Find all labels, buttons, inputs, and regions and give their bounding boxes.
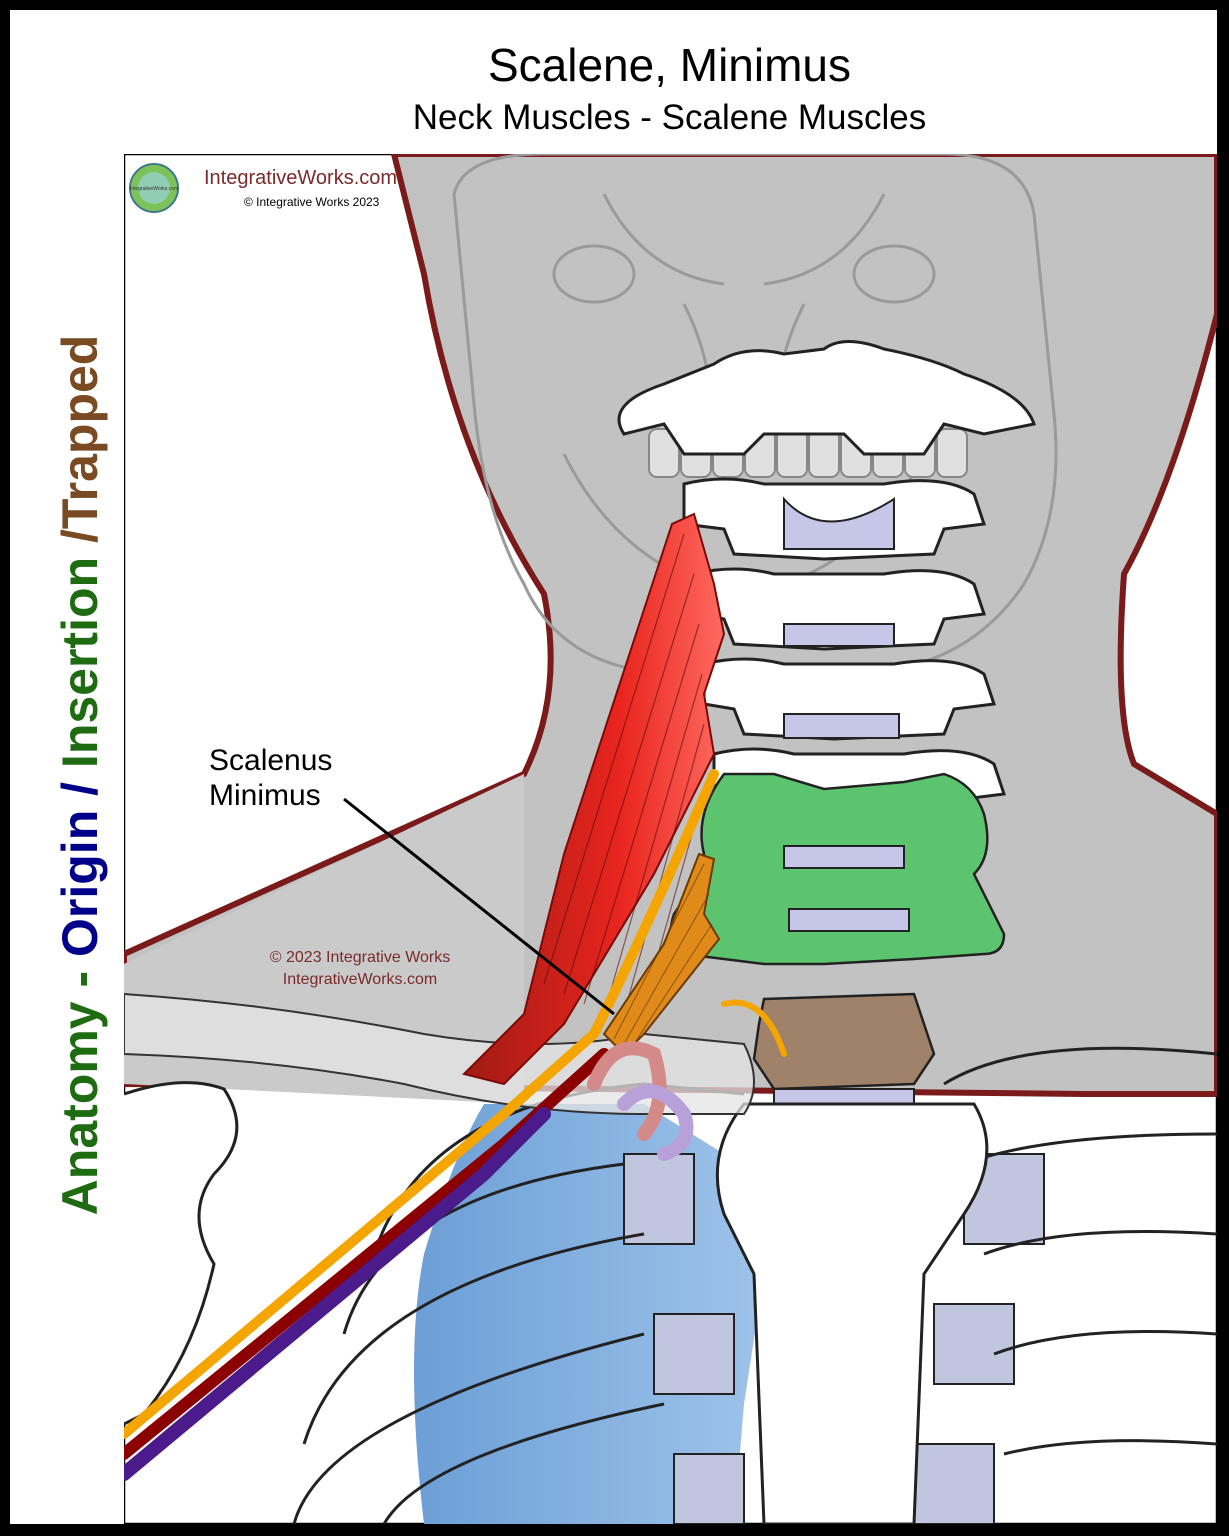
anatomy-illustration: Scalenus Minimus © 2023 Integrative Work… <box>124 154 1217 1524</box>
side-label-anatomy: Anatomy - <box>52 970 108 1216</box>
callout-label-line1: Scalenus <box>209 744 332 777</box>
side-label-insertion: Insertion <box>52 556 108 782</box>
page-title: Scalene, Minimus <box>487 39 852 91</box>
callout-leader <box>343 797 615 1016</box>
side-label: Anatomy - Origin / Insertion /Trapped <box>51 335 109 1216</box>
disc-c7 <box>788 908 910 932</box>
side-label-origin: Origin / <box>52 781 108 971</box>
center-watermark-line2: IntegrativeWorks.com <box>283 971 437 988</box>
logo: IntegrativeWorks.com <box>129 163 179 213</box>
page: Scalene, Minimus Neck Muscles - Scalene … <box>10 10 1217 1524</box>
site-name: IntegrativeWorks.com <box>204 167 397 189</box>
callout-label-line2: Minimus <box>209 779 321 812</box>
side-label-trapped: /Trapped <box>52 334 108 557</box>
sternum <box>715 1102 989 1524</box>
center-watermark-line1: © 2023 Integrative Works <box>270 949 450 966</box>
shoulder-outline <box>124 1081 239 1426</box>
neurovascular-bundle <box>124 769 787 1481</box>
site-copyright: © Integrative Works 2023 <box>244 195 380 209</box>
insertion-t1 <box>752 992 936 1091</box>
page-subtitle: Neck Muscles - Scalene Muscles <box>412 98 927 137</box>
logo-text: IntegrativeWorks.com <box>130 186 178 192</box>
ribs <box>292 1046 1217 1524</box>
scalenus-minimus <box>602 852 721 1056</box>
disc-c6 <box>783 845 905 869</box>
costal-cartilage <box>623 1153 1045 1524</box>
